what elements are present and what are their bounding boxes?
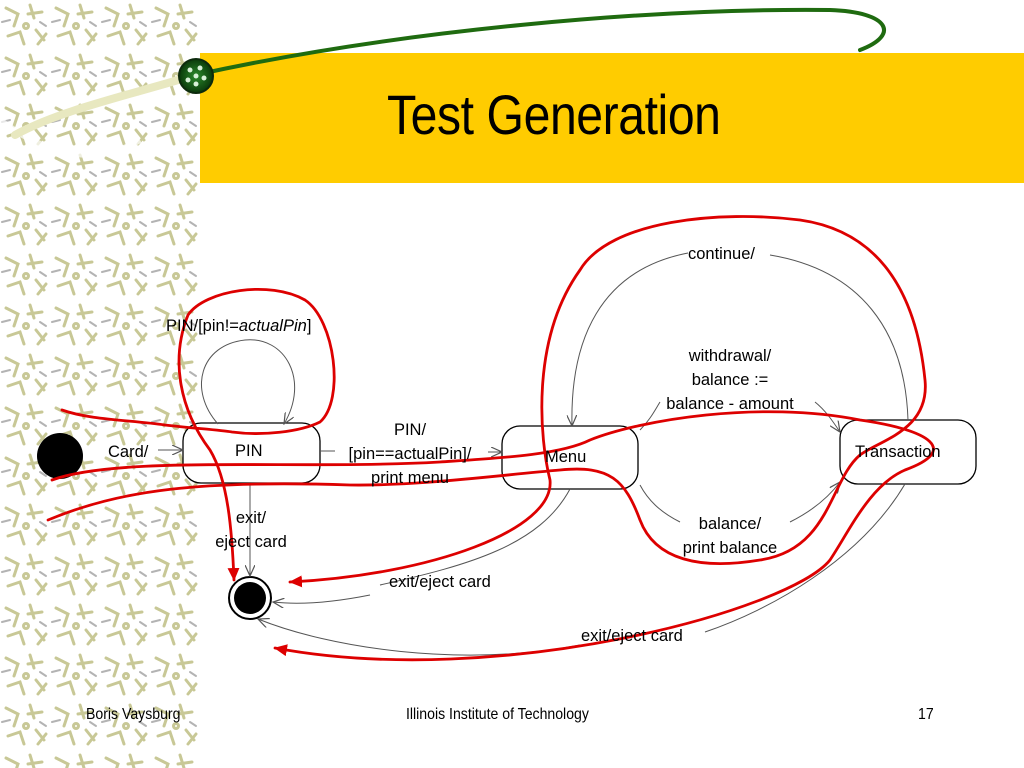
footer-author: Boris Vaysburg <box>86 706 181 723</box>
pin-wrong-suffix: ] <box>306 317 312 335</box>
balance-line-1: balance/ <box>698 515 762 533</box>
pin-wrong-variable: actualPin <box>238 317 307 335</box>
pin-wrong-prefix: PIN/[pin!= <box>166 317 239 335</box>
title-band <box>200 53 1024 183</box>
transition-menu-exit-label: exit/eject card <box>389 573 491 591</box>
transition-pin-exit-label: exit/ eject card <box>196 506 306 554</box>
final-state <box>228 576 272 620</box>
pin-exit-line-1: exit/ <box>235 509 267 527</box>
transition-pin-ok-label: PIN/ [pin==actualPin]/ print menu <box>330 418 490 490</box>
slide-title: Test Generation <box>387 83 721 146</box>
state-transaction-label: Transaction <box>855 443 941 461</box>
transition-pin-wrong-label: PIN/[pin!=actualPin] <box>166 314 311 338</box>
red-path-transaction-exit <box>46 215 927 588</box>
pin-ok-line-2: [pin==actualPin]/ <box>348 445 472 463</box>
transition-balance <box>639 482 840 523</box>
transition-menu-exit <box>273 488 571 603</box>
state-pin-label: PIN <box>235 442 263 460</box>
state-menu-label: Menu <box>545 448 587 466</box>
pin-ok-line-3: print menu <box>371 469 449 487</box>
red-path-pin-loop <box>60 288 336 582</box>
initial-state <box>37 433 83 479</box>
balance-line-2: print balance <box>682 539 778 557</box>
transition-pin-self-loop <box>201 339 295 424</box>
transition-balance-label: balance/ print balance <box>660 512 800 560</box>
pin-ok-line-1: PIN/ <box>393 421 427 439</box>
transition-continue <box>572 252 909 426</box>
footer-institution: Illinois Institute of Technology <box>406 706 589 723</box>
test-path-overlay <box>46 215 935 662</box>
withdrawal-line-3: balance - amount <box>666 395 794 413</box>
withdrawal-line-1: withdrawal/ <box>688 347 772 365</box>
pin-exit-line-2: eject card <box>215 533 287 551</box>
transition-card-label: Card/ <box>108 443 149 461</box>
footer-page-number: 17 <box>918 706 934 723</box>
transition-transaction-exit-label: exit/eject card <box>581 627 683 645</box>
transition-pin-to-menu <box>320 451 502 452</box>
red-path-menu-exit <box>50 410 935 662</box>
swoosh-decoration <box>11 7 886 139</box>
withdrawal-line-2: balance := <box>691 371 769 389</box>
transition-continue-label: continue/ <box>688 245 755 263</box>
transition-withdrawal-label: withdrawal/ balance := balance - amount <box>645 344 815 416</box>
